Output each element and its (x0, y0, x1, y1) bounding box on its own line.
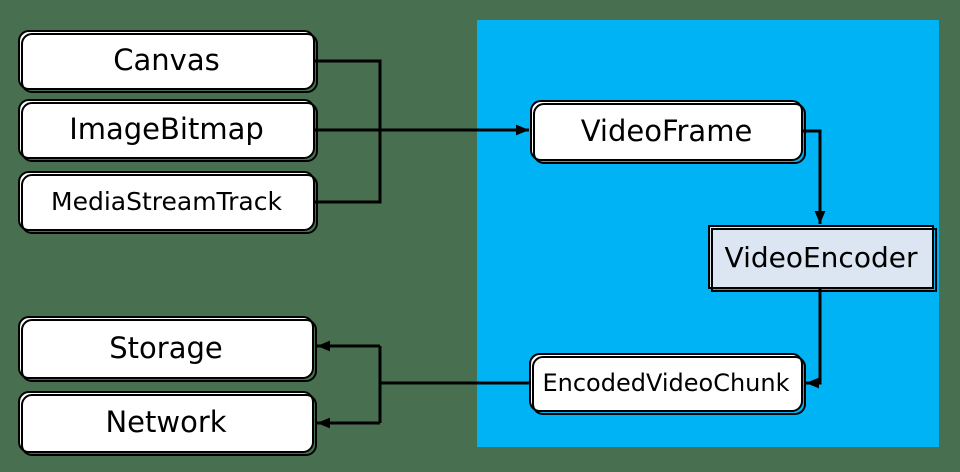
node-videoencoder: VideoEncoder (708, 225, 934, 289)
node-imagebitmap: ImageBitmap (18, 99, 315, 159)
node-mediastreamtrack: MediaStreamTrack (18, 171, 315, 231)
node-imagebitmap-label: ImageBitmap (69, 112, 264, 146)
node-videoencoder-label: VideoEncoder (724, 240, 918, 274)
node-network: Network (18, 391, 314, 453)
node-storage: Storage (18, 316, 314, 379)
node-videoframe-label: VideoFrame (580, 113, 753, 148)
node-canvas-label: Canvas (113, 43, 220, 77)
node-mediastreamtrack-label: MediaStreamTrack (51, 186, 282, 216)
node-encodedvideochunk: EncodedVideoChunk (529, 353, 803, 412)
node-network-label: Network (105, 405, 227, 439)
node-videoframe: VideoFrame (530, 100, 803, 161)
node-encodedvideochunk-label: EncodedVideoChunk (542, 368, 790, 397)
arrow-videoencoder-to-encodedvideochunk (806, 289, 822, 389)
node-storage-label: Storage (109, 330, 223, 365)
arrow-videoframe-to-videoencoder (803, 129, 826, 224)
node-canvas: Canvas (18, 30, 315, 90)
